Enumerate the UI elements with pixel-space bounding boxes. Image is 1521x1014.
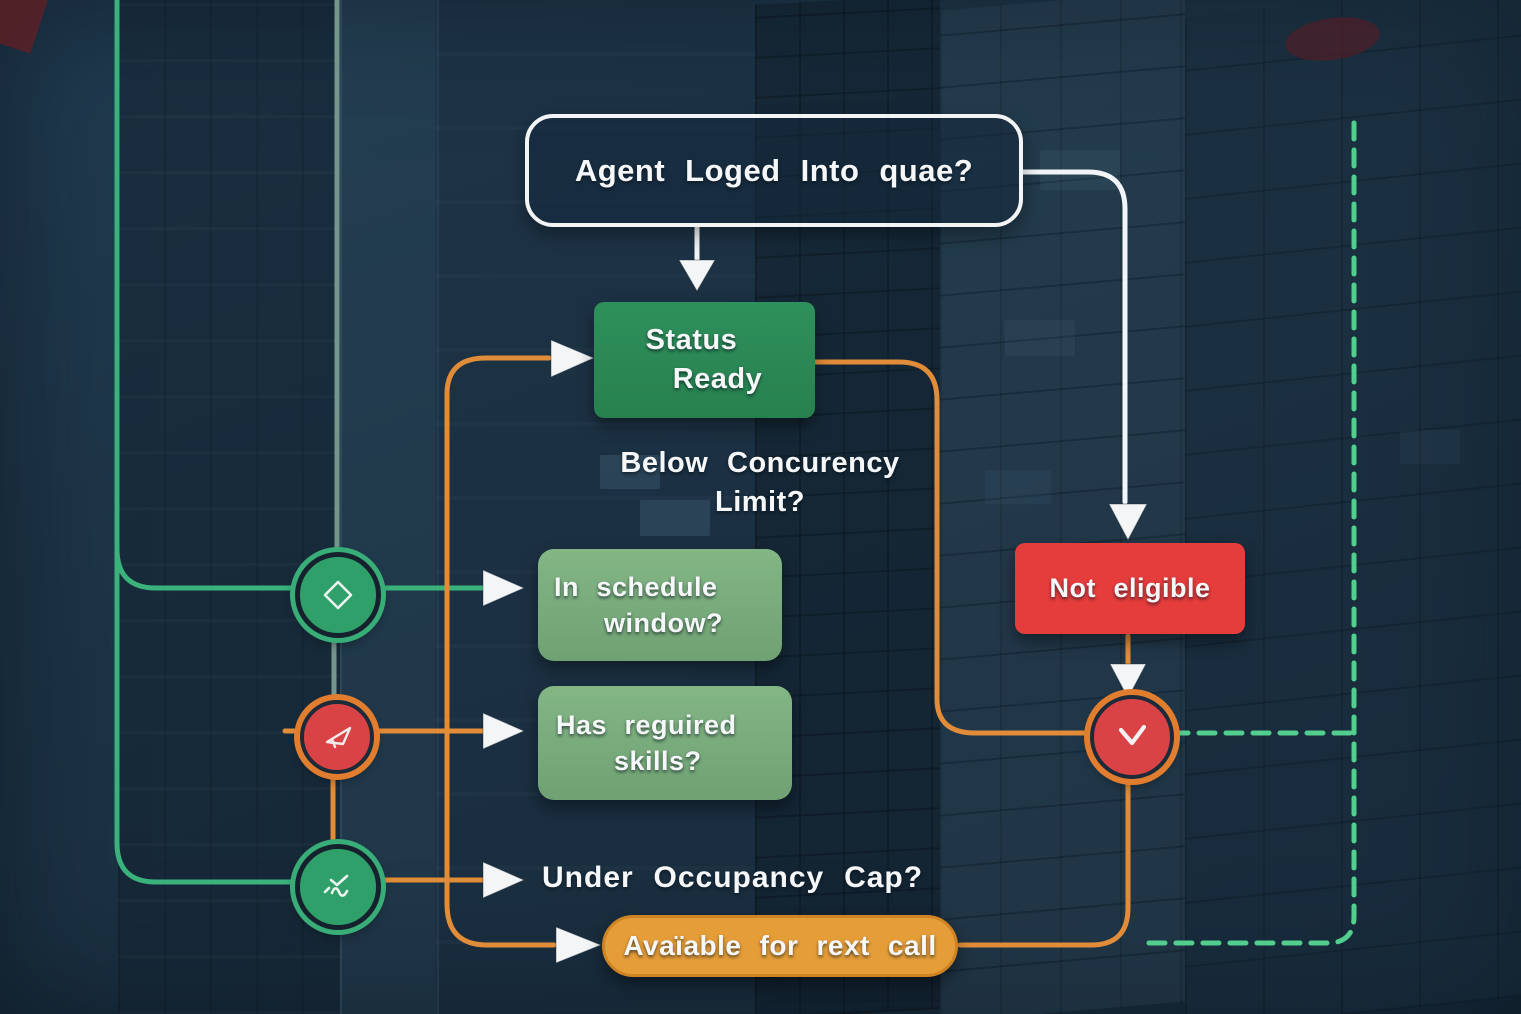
skills-line1: Has reguired [556,709,737,740]
white-question-to-noteligible-line [1019,169,1128,505]
arrowhead-into-schedule [482,569,526,607]
skills-line2: skills? [614,746,702,776]
concurrency-line2: Limit? [715,486,805,519]
window-light [640,500,710,536]
window-light [600,455,660,489]
not-eligible-node: Not eligible [1015,543,1245,634]
arrowhead-into-available [555,926,603,964]
arrowhead-into-noteligible [1108,503,1148,542]
schedule-window-node: In schedule window? [538,549,782,661]
arrowhead-into-status [550,339,596,378]
schedule-line2: window? [604,608,723,638]
step-circle-skills [300,700,374,774]
required-skills-node: Has reguired skills? [538,686,792,800]
orange-rail-line [444,355,557,948]
question-label: Agent Loged Into quae? [574,152,974,188]
concurrency-label: Below Concurency Limit? [585,444,935,522]
not-eligible-label: Not eligible [1049,573,1211,604]
step-circle-schedule [295,552,381,638]
building-silhouette [118,0,340,1014]
orange-decision-to-available-line [957,766,1131,948]
check-flag-icon [315,715,359,759]
dashed-return-line [1139,120,1357,946]
decision-circle [1090,695,1174,779]
orange-status-to-decision-line [811,359,1095,736]
occupancy-label: Under Occupancy Cap? [542,858,942,899]
available-node: Avaïable for rext call [602,915,958,977]
status-ready-node: Status Ready [594,302,815,418]
arrowhead-into-decision [1109,663,1147,700]
status-line1: Status [645,323,738,356]
diamond-icon [316,573,360,617]
window-light [1005,320,1075,356]
window-light [985,470,1051,504]
question-node: Agent Loged Into quae? [525,114,1023,227]
chevron-down-icon [1108,713,1156,761]
available-label: Avaïable for rext call [623,930,937,962]
building-silhouette [340,0,439,1014]
arrowhead-into-skills [482,712,526,750]
trend-check-icon [316,865,360,909]
window-light [1400,430,1460,464]
arrowhead-into-occupancy [482,861,526,899]
green-loop-upper-line [114,0,299,591]
occupancy-text: Under Occupancy Cap? [542,861,924,894]
step-circle-occupancy [295,844,381,930]
arrowhead-down-to-status [678,259,716,292]
schedule-line1: In schedule [554,571,718,602]
concurrency-line1: Below Concurency [620,447,900,479]
green-loop-lower-line [114,0,299,885]
status-line2: Ready [672,363,763,395]
